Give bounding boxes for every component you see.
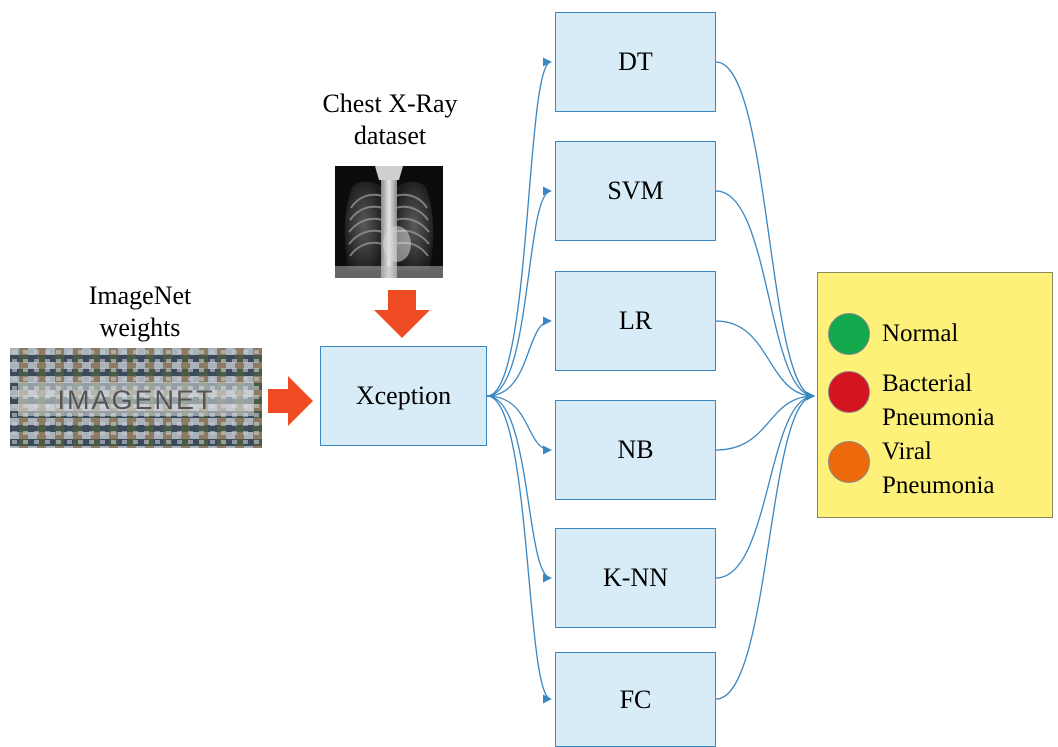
fan-out-link-3 [486, 316, 552, 397]
classifier-label: DT [618, 47, 653, 76]
output-bacterial-pneumonia: Bacterial Pneumonia [828, 370, 995, 435]
output-normal: Normal [828, 313, 958, 355]
imagenet-logo-text: IMAGENET [57, 385, 214, 415]
fan-out-link-1 [486, 57, 552, 397]
classifier-box-fc: FC [555, 652, 716, 747]
fan-out-link-4 [486, 395, 552, 455]
output-label: Bacterial Pneumonia [882, 370, 995, 431]
classifier-box-knn: K-NN [555, 528, 716, 628]
imagenet-weights-label: ImageNet weights [88, 281, 192, 342]
normal-dot-icon [828, 313, 870, 355]
classifier-box-dt: DT [555, 12, 716, 112]
classifier-box-lr: LR [555, 271, 716, 371]
bacterial-dot-icon [828, 371, 870, 413]
imagenet-logo-image: IMAGENET [10, 348, 262, 448]
fan-in-link-5 [715, 391, 815, 579]
dataset-to-xception-arrow [374, 290, 430, 338]
classifier-label: FC [619, 684, 652, 714]
fan-out-link-2 [486, 186, 552, 397]
classifier-box-nb: NB [555, 400, 716, 500]
output-classes-legend: Normal Bacterial Pneumonia Viral Pneumon… [817, 272, 1053, 518]
fan-out-link-6 [486, 395, 552, 704]
output-label: Normal [882, 320, 959, 347]
backbone-to-classifier-links [486, 57, 552, 704]
xception-label: Xception [355, 381, 452, 410]
imagenet-to-xception-arrow [268, 376, 313, 426]
classifier-label: SVM [607, 176, 664, 205]
xception-box: Xception [320, 346, 487, 446]
chest-xray-image [335, 166, 443, 278]
classifier-to-output-links [715, 61, 815, 700]
fan-in-link-4 [715, 391, 815, 451]
fan-in-link-1 [715, 61, 815, 401]
fan-in-link-3 [715, 320, 815, 401]
fan-in-link-2 [715, 190, 815, 401]
viral-dot-icon [828, 441, 870, 483]
classifier-label: LR [618, 306, 653, 335]
classifier-box-svm: SVM [555, 141, 716, 241]
classifier-label: NB [617, 435, 654, 464]
fan-in-link-6 [715, 391, 815, 700]
classifier-label: K-NN [603, 563, 668, 592]
output-viral-pneumonia: Viral Pneumonia [828, 438, 995, 503]
output-label: Viral Pneumonia [882, 438, 995, 499]
fan-out-link-5 [486, 395, 552, 583]
dataset-label: Chest X-Ray dataset [322, 89, 458, 150]
